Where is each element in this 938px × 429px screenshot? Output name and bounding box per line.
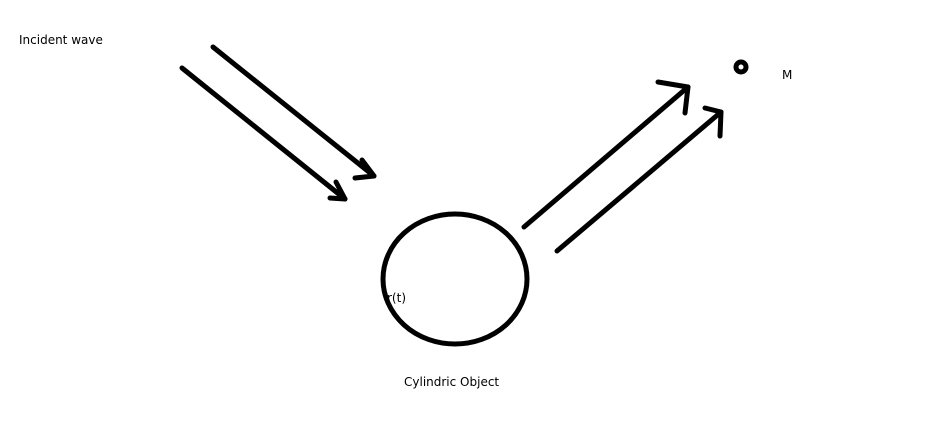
cylindric-object bbox=[380, 211, 530, 347]
radius-label: r(t) bbox=[387, 291, 407, 305]
scattered-arrow-1 bbox=[521, 79, 691, 230]
incident-arrow-1 bbox=[210, 44, 377, 181]
incident-arrow-2 bbox=[179, 65, 348, 202]
scattered-arrow-2 bbox=[554, 105, 724, 254]
point-m-marker bbox=[733, 59, 749, 75]
object-label: Cylindric Object bbox=[404, 375, 500, 389]
point-m-label: M bbox=[782, 68, 793, 82]
incident-wave-label: Incident wave bbox=[19, 33, 103, 47]
